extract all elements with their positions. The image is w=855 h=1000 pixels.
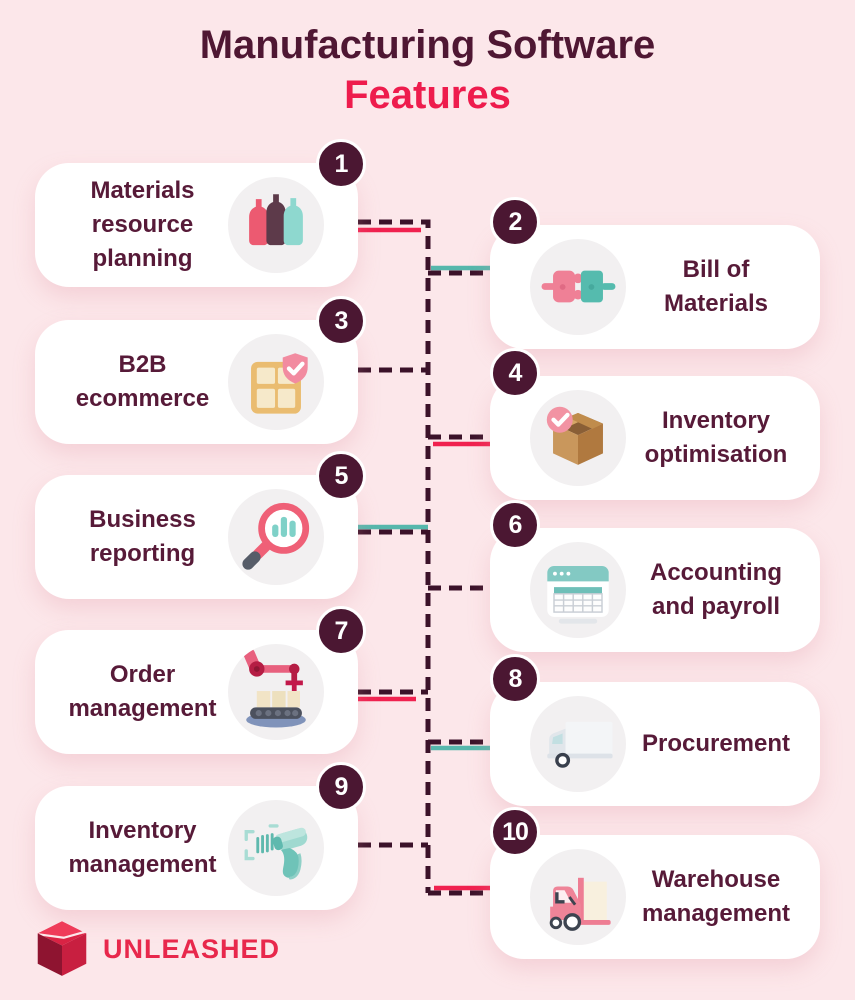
shelf-shield-icon [228, 334, 324, 430]
badge-number: 2 [508, 207, 523, 236]
feature-label: Materials resource planning [90, 176, 195, 273]
feature-card-accounting-and-payroll: 6 Accounting and payroll [490, 500, 820, 652]
feature-card-inventory-management: 9 Inventory management [35, 762, 366, 910]
badge-number: 7 [334, 616, 349, 645]
feature-card-procurement: 8 Procurement [490, 654, 820, 806]
box-check-icon [530, 390, 626, 486]
forklift-icon [530, 849, 626, 945]
badge-number: 1 [334, 149, 349, 178]
page-title: Manufacturing Software [199, 23, 656, 67]
badge-number: 8 [508, 664, 523, 693]
badge-number: 9 [334, 772, 349, 801]
feature-card-order-management: 7 Order management [35, 606, 366, 754]
badge-number: 4 [508, 358, 523, 387]
feature-number-badge: 8 [490, 654, 540, 704]
feature-card-warehouse-management: 10 Warehouse management [490, 807, 820, 959]
feature-number-badge: 10 [490, 807, 540, 857]
brand-logo: UNLEASHED [36, 920, 280, 978]
feature-number-badge: 2 [490, 197, 540, 247]
feature-label: Order management [68, 660, 217, 722]
truck-icon [530, 696, 626, 792]
robot-arm-conveyor-icon [228, 644, 324, 740]
feature-number-badge: 6 [490, 500, 540, 550]
badge-number: 3 [334, 306, 349, 335]
feature-label: Procurement [641, 729, 791, 757]
feature-number-badge: 7 [316, 606, 366, 656]
magnifier-chart-icon [228, 489, 324, 585]
page-subtitle: Features [344, 73, 511, 118]
spreadsheet-window-icon [530, 542, 626, 638]
bottles-icon [228, 177, 324, 273]
feature-card-bill-of-materials: 2 Bill of Materials [490, 197, 820, 349]
badge-number: 6 [508, 510, 523, 539]
feature-label: B2B ecommerce [75, 350, 210, 412]
feature-label: Business reporting [89, 505, 196, 567]
feature-card-b2b-ecommerce: 3 B2B ecommerce [35, 296, 366, 444]
feature-number-badge: 1 [316, 139, 366, 189]
badge-number: 10 [502, 817, 529, 846]
feature-label: Inventory optimisation [644, 406, 788, 468]
header: Manufacturing Software Features [0, 20, 855, 121]
badge-number: 5 [334, 461, 349, 490]
feature-number-badge: 3 [316, 296, 366, 346]
feature-label: Inventory management [68, 816, 217, 878]
feature-card-business-reporting: 5 Business reporting [35, 451, 366, 599]
feature-card-inventory-optimisation: 4 Inventory optimisation [490, 348, 820, 500]
unleashed-cube-icon [37, 921, 87, 976]
brand-name: UNLEASHED [103, 933, 281, 964]
feature-label: Bill of Materials [663, 255, 769, 317]
feature-label: Warehouse management [641, 865, 791, 927]
barcode-scanner-icon [228, 800, 324, 896]
feature-number-badge: 5 [316, 451, 366, 501]
feature-label: Accounting and payroll [650, 558, 782, 620]
feature-card-materials-resource-planning: 1 Materials resource planning [35, 139, 366, 287]
feature-number-badge: 4 [490, 348, 540, 398]
feature-number-badge: 9 [316, 762, 366, 812]
connectors-icon [530, 239, 626, 335]
